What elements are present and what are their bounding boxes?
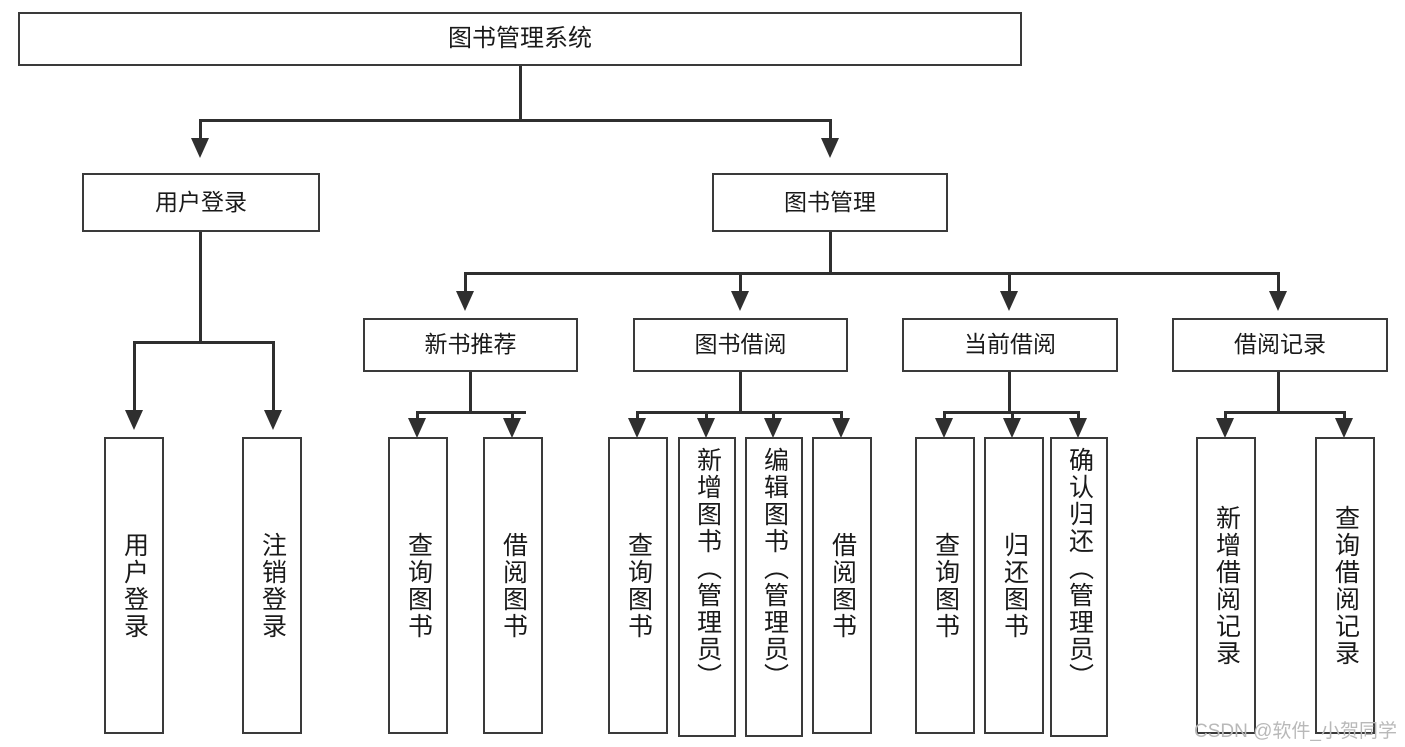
leaf-user-login-2-label: 注销登录 (258, 531, 287, 640)
node-book-management[interactable]: 图书管理 (712, 173, 948, 232)
connector-br-bus (1224, 411, 1346, 414)
connector-br-stem (1277, 372, 1280, 413)
leaf-new-book-recommend-1-label: 查询图书 (404, 531, 433, 640)
connector-book-management-bus (464, 272, 1280, 275)
connector-root-stem (519, 66, 522, 121)
connector-root-drop-1 (199, 119, 202, 141)
connector-bm-drop-1 (464, 272, 467, 294)
connector-bb-drop-1 (636, 411, 639, 423)
node-new-book-recommend-label: 新书推荐 (424, 331, 517, 358)
connector-nbr-stem (469, 372, 472, 413)
leaf-user-login-1[interactable]: 用户登录 (104, 437, 164, 734)
connector-cb-drop-3 (1077, 411, 1080, 423)
connector-book-management-stem (829, 232, 832, 274)
arrow-to-leaf-user-login-2 (264, 410, 282, 430)
node-book-borrow[interactable]: 图书借阅 (633, 318, 848, 372)
leaf-book-borrow-2[interactable]: 新增图书（管理员） (678, 437, 736, 737)
node-root-label: 图书管理系统 (448, 24, 592, 52)
leaf-book-borrow-4-label: 借阅图书 (828, 531, 857, 640)
node-root-system[interactable]: 图书管理系统 (18, 12, 1022, 66)
arrow-to-leaf-bb-1 (628, 418, 646, 438)
arrow-to-user-login (191, 138, 209, 158)
node-current-borrow[interactable]: 当前借阅 (902, 318, 1118, 372)
leaf-book-borrow-3-label: 编辑图书（管理员） (760, 447, 789, 690)
connector-nbr-bus (416, 411, 526, 414)
node-book-management-label: 图书管理 (784, 188, 876, 215)
connector-root-drop-2 (829, 119, 832, 141)
connector-nbr-drop-2 (511, 411, 514, 423)
leaf-new-book-recommend-1[interactable]: 查询图书 (388, 437, 448, 734)
leaf-current-borrow-1[interactable]: 查询图书 (915, 437, 975, 734)
connector-nbr-drop-1 (416, 411, 419, 423)
node-borrow-record-label: 借阅记录 (1234, 331, 1326, 358)
leaf-book-borrow-2-label: 新增图书（管理员） (693, 447, 722, 690)
leaf-borrow-record-2-label: 查询借阅记录 (1331, 504, 1360, 667)
connector-bm-drop-2 (739, 272, 742, 294)
leaf-book-borrow-4[interactable]: 借阅图书 (812, 437, 872, 734)
leaf-borrow-record-1[interactable]: 新增借阅记录 (1196, 437, 1256, 734)
connector-bm-drop-3 (1008, 272, 1011, 294)
connector-br-drop-1 (1224, 411, 1227, 423)
node-user-login[interactable]: 用户登录 (82, 173, 320, 232)
connector-bb-drop-2 (705, 411, 708, 423)
leaf-user-login-1-label: 用户登录 (120, 531, 149, 640)
arrow-to-leaf-cb-1 (935, 418, 953, 438)
arrow-to-new-book-recommend (456, 291, 474, 311)
connector-cb-stem (1008, 372, 1011, 413)
connector-user-login-drop-2 (272, 341, 275, 414)
connector-bb-stem (739, 372, 742, 413)
arrow-to-book-management (821, 138, 839, 158)
connector-bb-drop-3 (772, 411, 775, 423)
arrow-to-leaf-user-login-1 (125, 410, 143, 430)
leaf-current-borrow-3[interactable]: 确认归还（管理员） (1050, 437, 1108, 737)
connector-cb-drop-1 (943, 411, 946, 423)
leaf-user-login-2[interactable]: 注销登录 (242, 437, 302, 734)
connector-cb-drop-2 (1011, 411, 1014, 423)
leaf-book-borrow-1[interactable]: 查询图书 (608, 437, 668, 734)
node-borrow-record[interactable]: 借阅记录 (1172, 318, 1388, 372)
connector-bm-drop-4 (1277, 272, 1280, 294)
leaf-borrow-record-1-label: 新增借阅记录 (1212, 504, 1241, 667)
arrow-to-leaf-nbr-1 (408, 418, 426, 438)
leaf-book-borrow-1-label: 查询图书 (624, 531, 653, 640)
csdn-watermark: CSDN @软件_小贺同学 (1194, 721, 1397, 742)
arrow-to-leaf-br-1 (1216, 418, 1234, 438)
arrow-to-leaf-br-2 (1335, 418, 1353, 438)
leaf-current-borrow-3-label: 确认归还（管理员） (1065, 447, 1094, 690)
arrow-to-borrow-record (1269, 291, 1287, 311)
arrow-to-leaf-bb-2 (697, 418, 715, 438)
leaf-new-book-recommend-2[interactable]: 借阅图书 (483, 437, 543, 734)
arrow-to-leaf-cb-3 (1069, 418, 1087, 438)
leaf-new-book-recommend-2-label: 借阅图书 (499, 531, 528, 640)
arrow-to-leaf-bb-3 (764, 418, 782, 438)
leaf-book-borrow-3[interactable]: 编辑图书（管理员） (745, 437, 803, 737)
node-book-borrow-label: 图书借阅 (694, 331, 787, 358)
connector-br-drop-2 (1343, 411, 1346, 423)
arrow-to-leaf-nbr-2 (503, 418, 521, 438)
connector-bb-drop-4 (840, 411, 843, 423)
connector-user-login-bus (133, 341, 275, 344)
node-current-borrow-label: 当前借阅 (964, 331, 1056, 358)
arrow-to-leaf-bb-4 (832, 418, 850, 438)
connector-root-bus (199, 119, 832, 122)
node-new-book-recommend[interactable]: 新书推荐 (363, 318, 578, 372)
arrow-to-book-borrow (731, 291, 749, 311)
leaf-borrow-record-2[interactable]: 查询借阅记录 (1315, 437, 1375, 734)
connector-user-login-stem (199, 232, 202, 343)
arrow-to-leaf-cb-2 (1003, 418, 1021, 438)
leaf-current-borrow-2-label: 归还图书 (1000, 531, 1029, 640)
connector-user-login-drop-1 (133, 341, 136, 414)
arrow-to-current-borrow (1000, 291, 1018, 311)
node-user-login-label: 用户登录 (155, 188, 247, 215)
leaf-current-borrow-1-label: 查询图书 (931, 531, 960, 640)
connector-bb-bus (636, 411, 843, 414)
leaf-current-borrow-2[interactable]: 归还图书 (984, 437, 1044, 734)
